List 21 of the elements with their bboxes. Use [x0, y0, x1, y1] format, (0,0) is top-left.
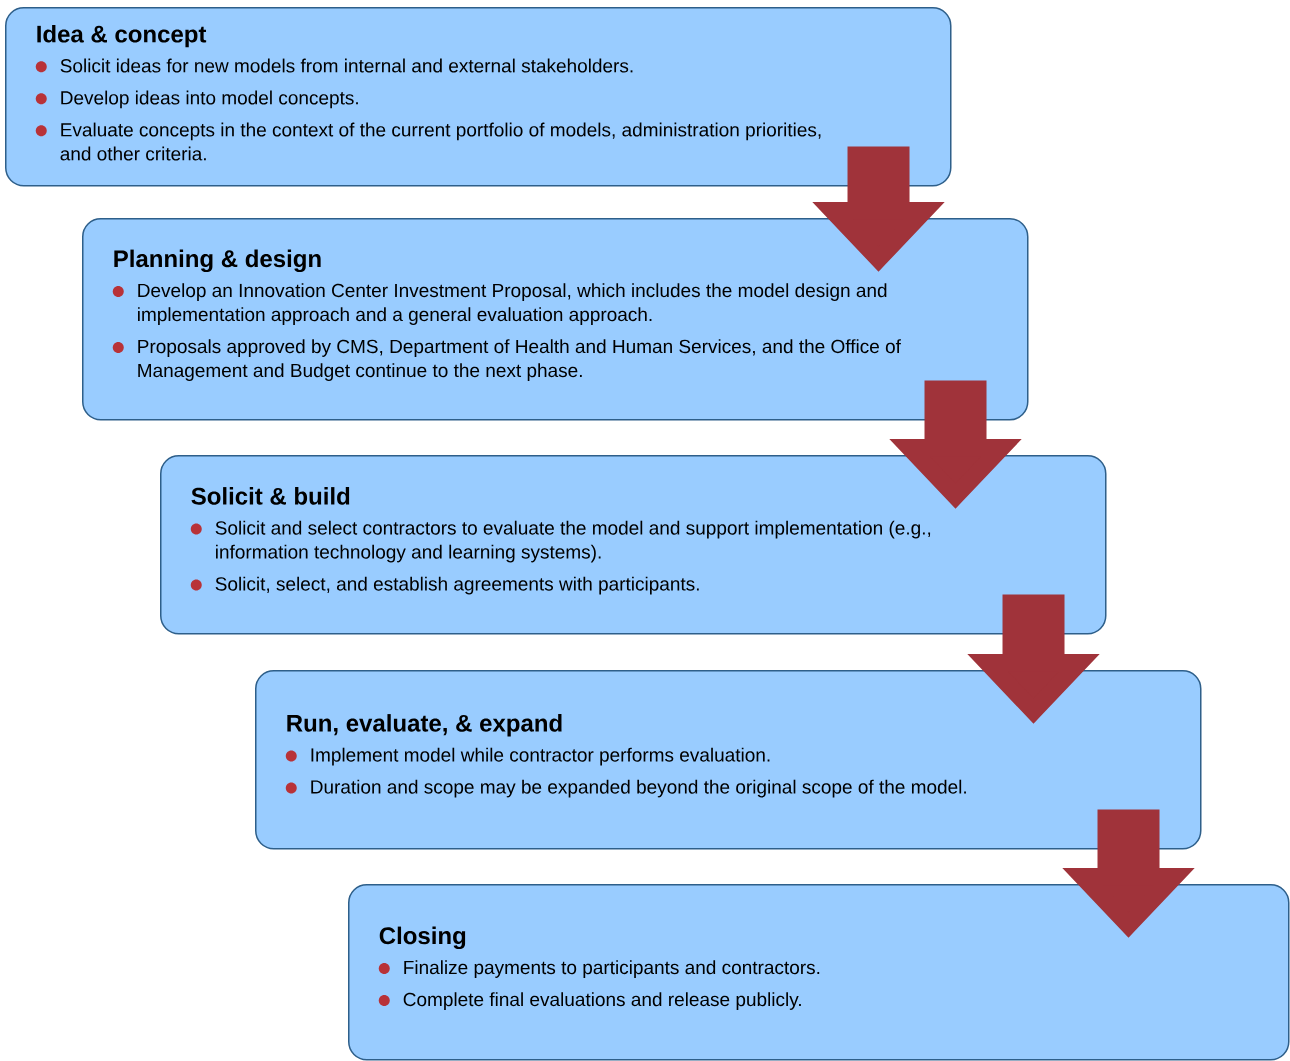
bullet-text: Complete final evaluations and release publicly.: [403, 992, 801, 1010]
heading: Idea & concept: [37, 24, 207, 48]
process-box: [5, 7, 952, 187]
bullet-text: Finalize payments to participants and contractors.: [404, 960, 820, 978]
heading: Run, evaluate, & expand: [287, 714, 562, 737]
heading: Solicit & build: [191, 487, 350, 505]
bullet-text: Proposals approved by CMS, Department of Health and Human Services, and the Office of Management and Budget continue to the next phase.: [138, 339, 901, 381]
bullet-text: Duration and scope may be expanded beyond the original scope of the model.: [311, 779, 966, 798]
bullet-text: Solicit and select contractors to evaluate the model and support implementation (e.g., information technology and learning systems).: [215, 520, 931, 563]
bullet-text: Implement model while contractor performs evaluation.: [311, 747, 770, 766]
bullet-text: Develop an Innovation Center Investment Proposal, which includes the model design and implementation approach and a general evaluation approach.: [138, 283, 887, 325]
process-box: [348, 884, 1290, 1061]
heading: Closing: [379, 926, 466, 950]
process-box: [82, 218, 1029, 421]
heading: Planning & design: [114, 249, 321, 273]
process-box: [160, 455, 1107, 635]
process-box: [255, 670, 1202, 850]
bullet-text: Solicit ideas for new models from internal and external stakeholders.: [60, 58, 633, 73]
bullet-text: Solicit, select, and establish agreements with participants.: [215, 576, 699, 595]
bullet-text: Evaluate concepts in the context of the current portfolio of models, administration priorities, and other criteria.: [60, 122, 821, 161]
bullet-text: Develop ideas into model concepts.: [61, 90, 358, 109]
